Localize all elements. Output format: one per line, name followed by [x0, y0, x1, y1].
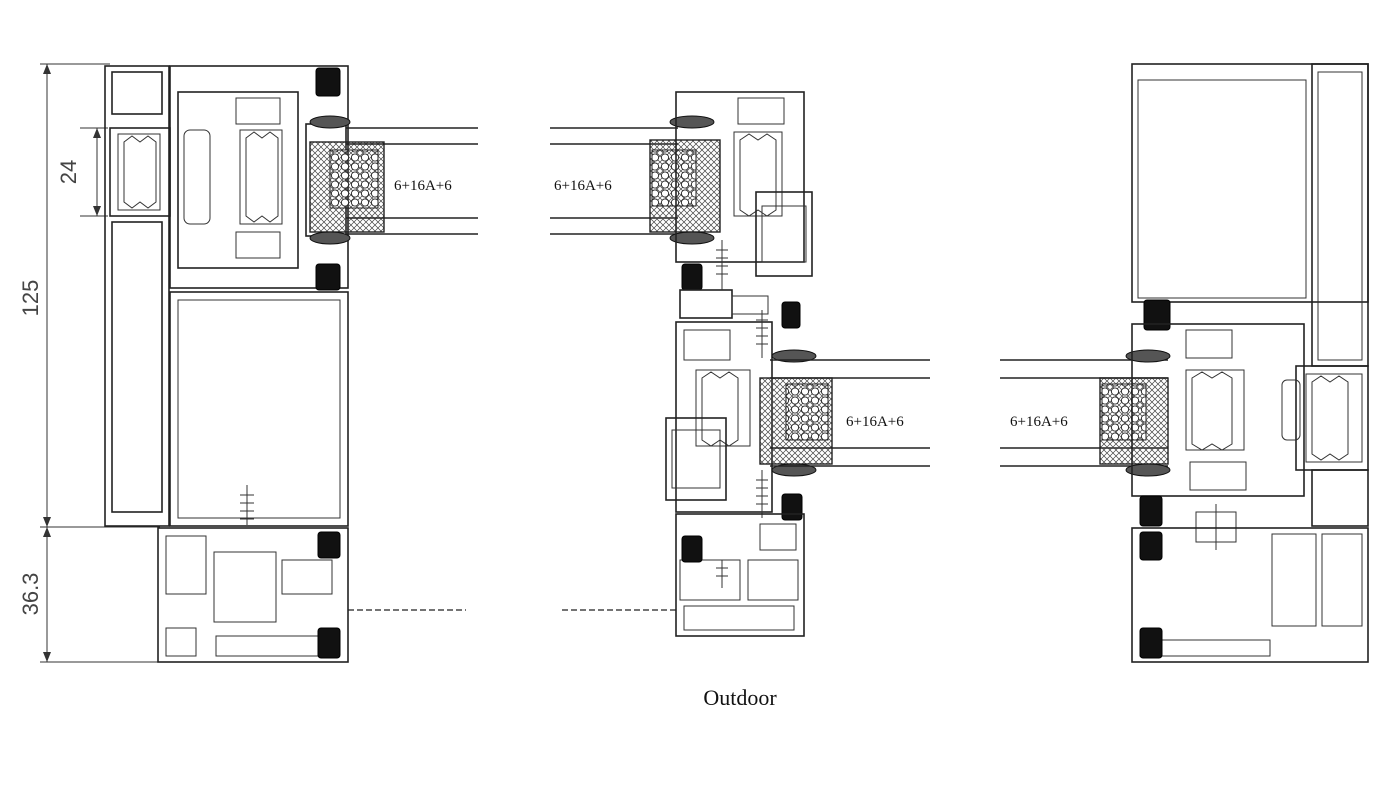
- glass-spec-right-label: 6+16A+6: [1010, 414, 1068, 430]
- glass-spec-middle-lower-label: 6+16A+6: [846, 414, 904, 430]
- left-frame-section: [104, 65, 478, 663]
- right-frame-section: [1000, 63, 1369, 663]
- middle-sash-section: [550, 91, 930, 637]
- glass-spec-middle-upper-label: 6+16A+6: [554, 178, 612, 194]
- dimension-total-label: 125: [18, 280, 43, 317]
- dimension-lower-label: 36.3: [18, 573, 43, 616]
- dimension-upper-label: 24: [56, 160, 81, 184]
- dimension-lines: [40, 63, 160, 663]
- outdoor-caption: Outdoor: [703, 685, 777, 710]
- glass-spec-left-label: 6+16A+6: [394, 178, 452, 194]
